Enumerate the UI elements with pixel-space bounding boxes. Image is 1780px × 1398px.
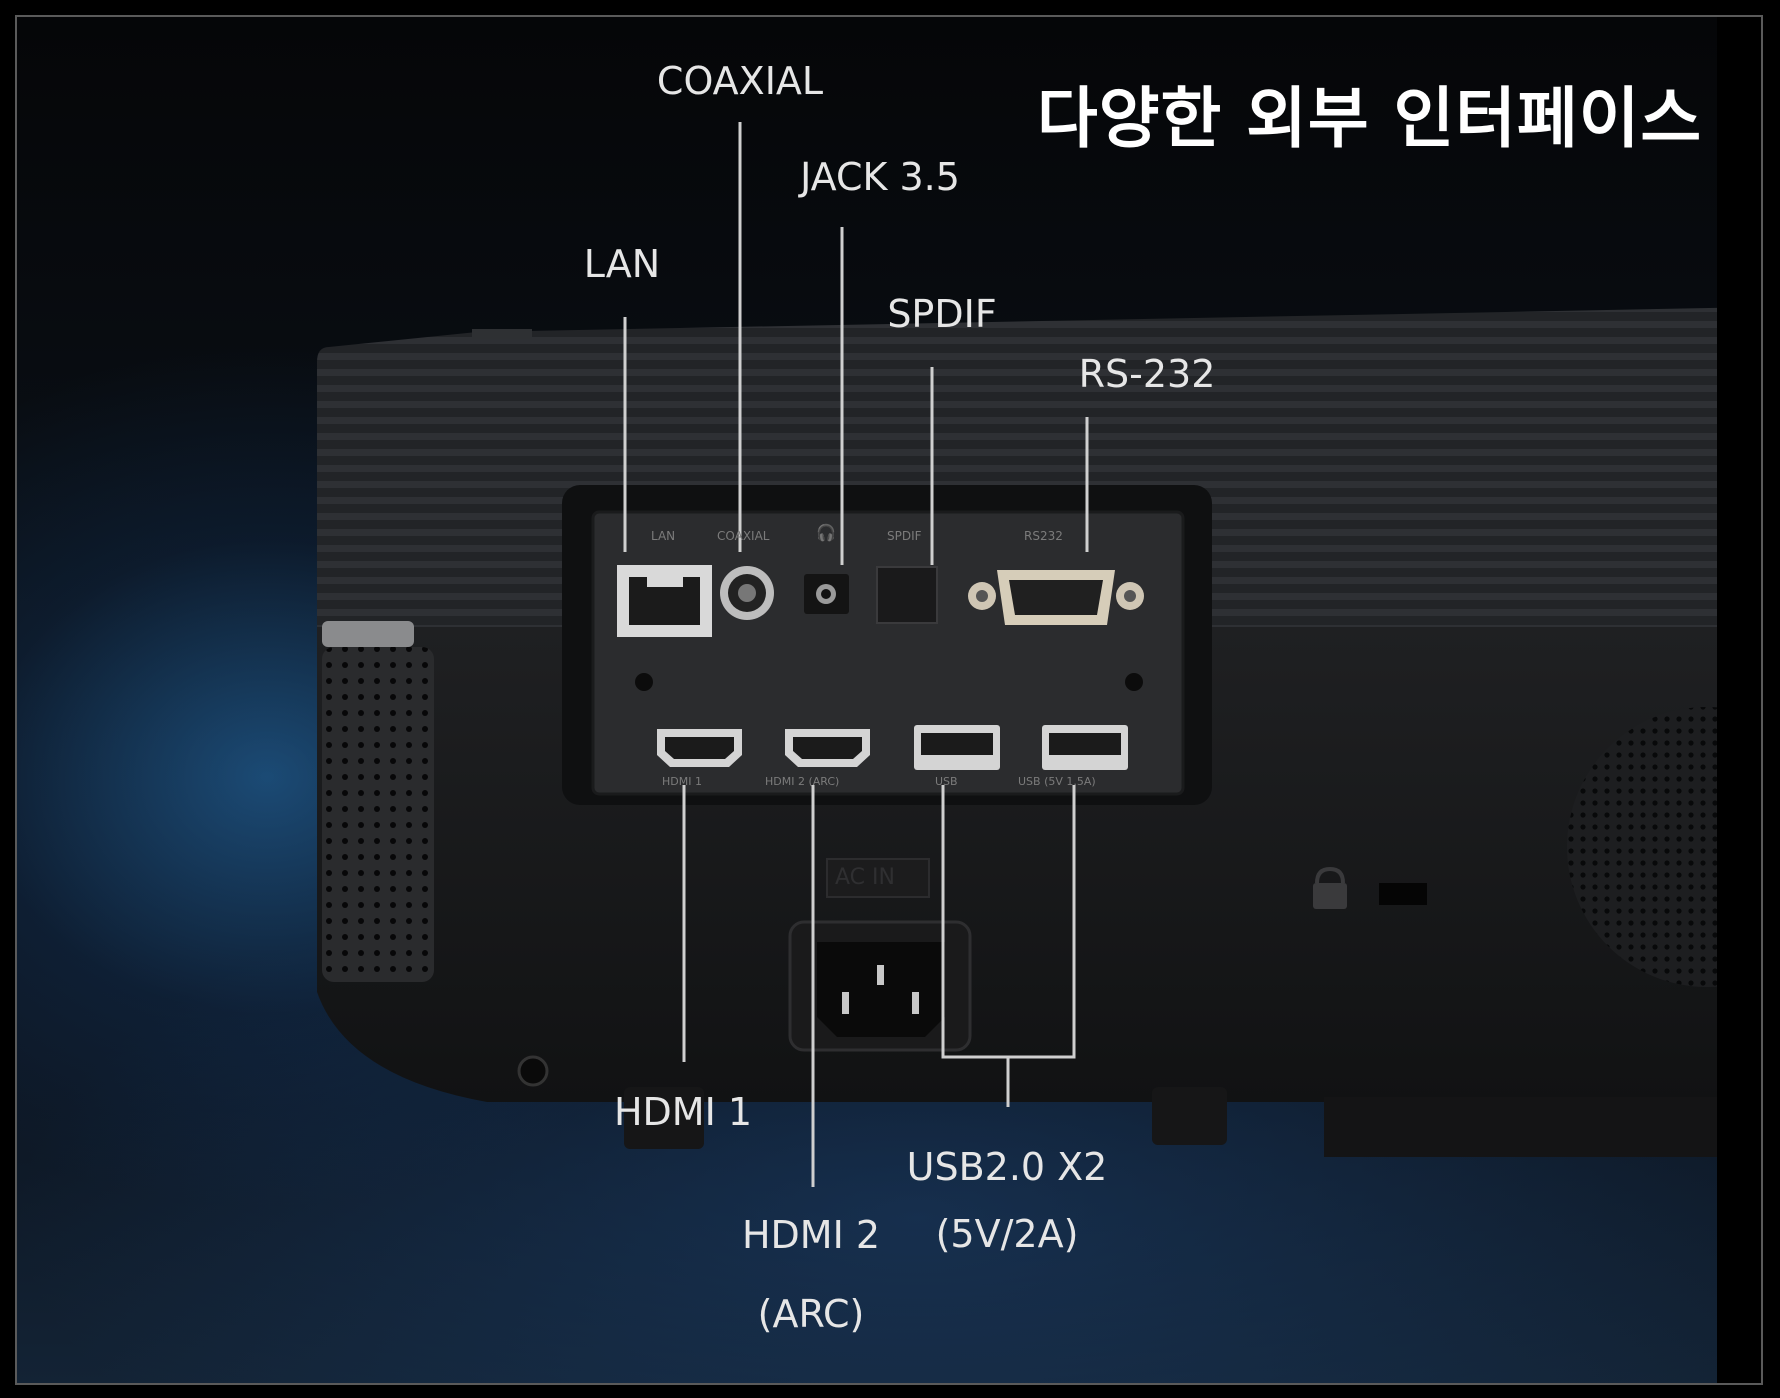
coaxial-label: COAXIAL [656, 59, 824, 103]
acin-socket [817, 942, 945, 1037]
security-slot [1379, 883, 1427, 905]
foot-right-base [1324, 1097, 1761, 1157]
rs232-label: RS-232 [1078, 352, 1216, 396]
projector-rear-photo: LAN COAXIAL 🎧 SPDIF RS232 HDMI 1 HDMI 2 … [15, 15, 1763, 1385]
speaker-grille [1567, 707, 1761, 987]
hdmi2-label: HDMI 2 [741, 1213, 881, 1257]
panel-hdmi1-text: HDMI 1 [662, 775, 702, 788]
panel-lan-text: LAN [651, 529, 676, 543]
usb-label: USB2.0 X2 [906, 1145, 1108, 1189]
page-title: 다양한 외부 인터페이스 [1037, 80, 1703, 157]
panel-hdmi2-text: HDMI 2 (ARC) [765, 775, 840, 788]
panel-rs232-text: RS232 [1024, 529, 1063, 543]
lock-icon [1313, 866, 1347, 909]
spdif-label: SPDIF [887, 292, 997, 336]
usb-power-label: (5V/2A) [935, 1212, 1079, 1256]
panel-usb2-text: USB (5V 1.5A) [1018, 775, 1096, 788]
hdmi1-label: HDMI 1 [613, 1090, 753, 1134]
top-vent-slot [472, 329, 532, 339]
spdif-port [876, 566, 938, 624]
panel-acin-text: AC IN [835, 865, 895, 890]
lan-label: LAN [583, 242, 661, 286]
side-grille [322, 647, 434, 982]
right-border-bar [1717, 17, 1761, 1383]
panel-usb-text: USB [935, 775, 958, 788]
callout-lines [623, 122, 1089, 1187]
foot-left [624, 1087, 704, 1149]
headphone-icon: 🎧 [816, 523, 836, 542]
projector-illustration [317, 122, 1761, 1187]
panel-spdif-text: SPDIF [887, 529, 922, 543]
hdmi2-arc-label: (ARC) [757, 1292, 865, 1336]
side-screw [517, 1055, 549, 1087]
jack-label: JACK 3.5 [800, 155, 960, 199]
side-grille-cap [322, 621, 414, 647]
acin-label-plate [826, 858, 930, 898]
panel-coaxial-text: COAXIAL [717, 529, 770, 543]
foot-mid [1152, 1087, 1227, 1145]
